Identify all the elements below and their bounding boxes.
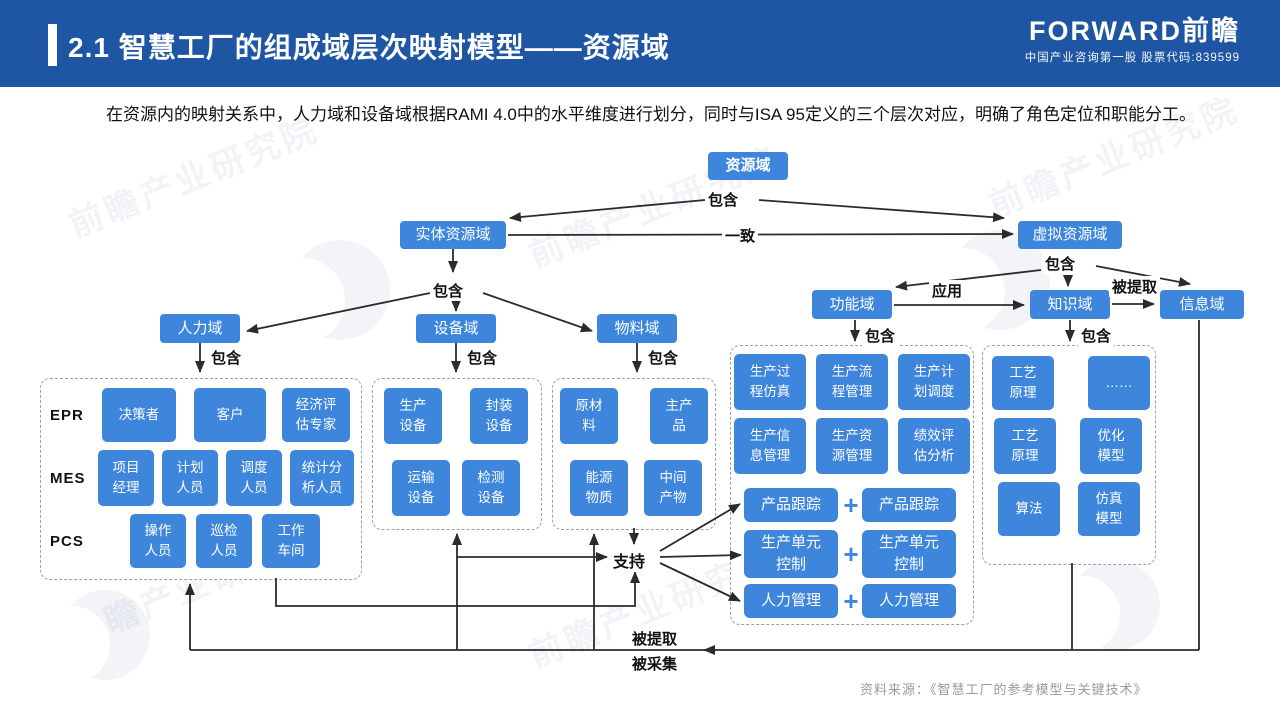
plus-icon: + — [843, 586, 859, 616]
watermark-logo — [260, 240, 390, 343]
function-pair-left: 生产单元控制 — [744, 530, 838, 578]
node-virtual-resource-domain: 虚拟资源域 — [1018, 221, 1122, 249]
plus-icon: + — [843, 539, 859, 569]
edge-label-extracted-bottom: 被提取 — [629, 628, 681, 649]
edge-label-contain: 包含 — [1078, 325, 1115, 346]
material-item: 主产品 — [650, 388, 708, 444]
edge-label-contain: 包含 — [464, 347, 501, 368]
function-item: 生产流程管理 — [816, 354, 888, 410]
function-pair-right: 人力管理 — [862, 584, 956, 618]
edge-label-support: 支持 — [610, 548, 649, 572]
function-pair-left: 产品跟踪 — [744, 488, 838, 522]
knowledge-item: 工艺原理 — [994, 418, 1056, 474]
header-banner: 2.1 智慧工厂的组成域层次映射模型——资源域 FORWARD前瞻 中国产业咨询… — [0, 0, 1280, 87]
edge-label-consistent: 一致 — [722, 225, 759, 246]
human-item: 工作车间 — [262, 514, 320, 568]
equipment-item: 运输设备 — [392, 460, 450, 516]
node-material-domain: 物料域 — [597, 314, 677, 343]
watermark-logo — [33, 590, 150, 683]
edge-label-contain: 包含 — [705, 189, 742, 210]
company-logo: FORWARD前瞻 中国产业咨询第一股 股票代码:839599 — [1025, 16, 1240, 65]
edge-label-contain: 包含 — [430, 280, 467, 301]
watermark-logo — [1043, 560, 1160, 653]
equipment-item: 生产设备 — [384, 388, 442, 444]
material-item: 原材料 — [560, 388, 618, 444]
knowledge-item: 优化模型 — [1080, 418, 1142, 474]
human-item: 项目经理 — [98, 450, 154, 506]
human-item: 操作人员 — [130, 514, 186, 568]
edge-label-contain: 包含 — [208, 347, 245, 368]
edge-label-collected: 被采集 — [629, 653, 681, 674]
function-item: 生产计划调度 — [898, 354, 970, 410]
node-information-domain: 信息域 — [1160, 290, 1244, 319]
function-item: 生产信息管理 — [734, 418, 806, 474]
material-item: 能源物质 — [570, 460, 628, 516]
function-item: 生产资源管理 — [816, 418, 888, 474]
node-human-domain: 人力域 — [160, 314, 240, 343]
node-resource-domain: 资源域 — [708, 152, 788, 180]
logo-wordmark: FORWARD前瞻 — [1029, 16, 1240, 46]
node-knowledge-domain: 知识域 — [1030, 290, 1110, 319]
equipment-item: 检测设备 — [462, 460, 520, 516]
knowledge-item: …… — [1088, 356, 1150, 410]
function-pair-right: 生产单元控制 — [862, 530, 956, 578]
function-item: 生产过程仿真 — [734, 354, 806, 410]
node-equipment-domain: 设备域 — [416, 314, 496, 343]
knowledge-item: 算法 — [998, 482, 1060, 536]
title-accent-bar — [48, 24, 57, 66]
equipment-item: 封装设备 — [470, 388, 528, 444]
page-title: 2.1 智慧工厂的组成域层次映射模型——资源域 — [68, 32, 670, 63]
row-label-epr: EPR — [50, 407, 84, 424]
function-item: 绩效评估分析 — [898, 418, 970, 474]
function-pair-right: 产品跟踪 — [862, 488, 956, 522]
human-item: 客户 — [194, 388, 266, 442]
human-item: 经济评估专家 — [282, 388, 350, 442]
edge-label-extracted: 被提取 — [1109, 276, 1161, 297]
intro-paragraph: 在资源内的映射关系中，人力域和设备域根据RAMI 4.0中的水平维度进行划分，同… — [106, 105, 1196, 124]
plus-icon: + — [843, 490, 859, 520]
human-item: 统计分析人员 — [290, 450, 354, 506]
knowledge-item: 仿真模型 — [1078, 482, 1140, 536]
knowledge-item: 工艺原理 — [992, 356, 1054, 410]
human-item: 调度人员 — [226, 450, 282, 506]
node-function-domain: 功能域 — [812, 290, 892, 319]
row-label-pcs: PCS — [50, 533, 84, 550]
edge-label-contain: 包含 — [645, 347, 682, 368]
edge-label-contain: 包含 — [1042, 253, 1079, 274]
logo-subtitle: 中国产业咨询第一股 股票代码:839599 — [1024, 52, 1240, 64]
function-pair-left: 人力管理 — [744, 584, 838, 618]
material-item: 中间产物 — [644, 460, 702, 516]
human-item: 计划人员 — [162, 450, 218, 506]
edge-label-contain: 包含 — [862, 325, 899, 346]
edge-label-apply: 应用 — [929, 280, 966, 301]
node-physical-resource-domain: 实体资源域 — [400, 221, 506, 249]
row-label-mes: MES — [50, 470, 86, 487]
human-item: 巡检人员 — [196, 514, 252, 568]
source-note: 资料来源：《智慧工厂的参考模型与关键技术》 — [860, 682, 1148, 697]
human-item: 决策者 — [102, 388, 176, 442]
